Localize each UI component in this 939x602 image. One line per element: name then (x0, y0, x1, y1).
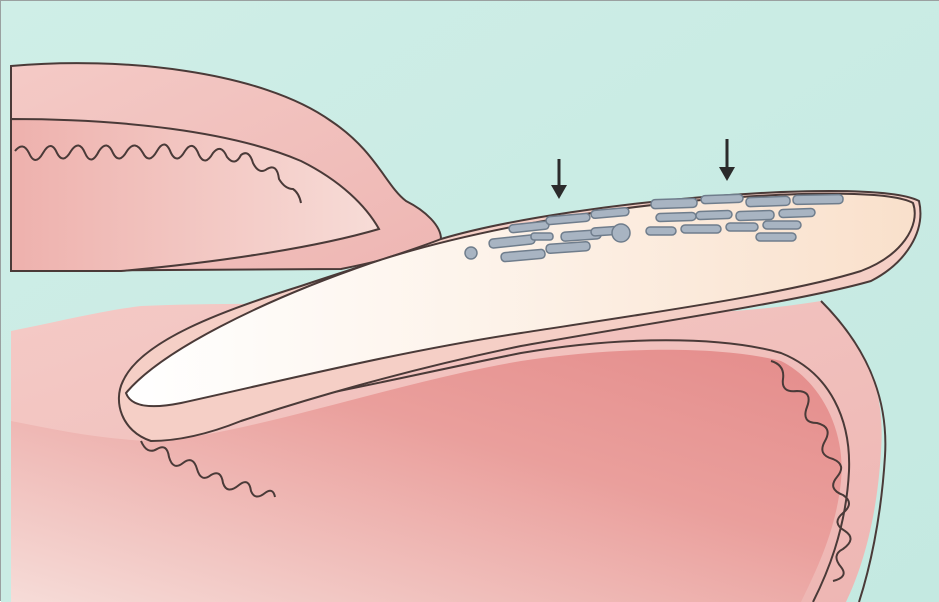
deposit-rod (531, 233, 553, 240)
deposit-rod (701, 194, 743, 203)
deposit-rod (763, 221, 801, 229)
deposit-dot (612, 224, 630, 242)
deposit-rod (746, 196, 790, 207)
deposit-rod (779, 208, 815, 217)
deposit-rod (696, 210, 732, 219)
deposit-rod (681, 225, 721, 233)
deposit-rod (726, 223, 758, 231)
deposit-rod (651, 198, 697, 209)
deposit-rod (646, 227, 676, 235)
deposit-rod (793, 195, 843, 205)
deposit-rod (656, 212, 696, 221)
deposit-dot (465, 247, 477, 259)
deposit-rod (736, 210, 774, 220)
deposit-rod (756, 233, 796, 241)
